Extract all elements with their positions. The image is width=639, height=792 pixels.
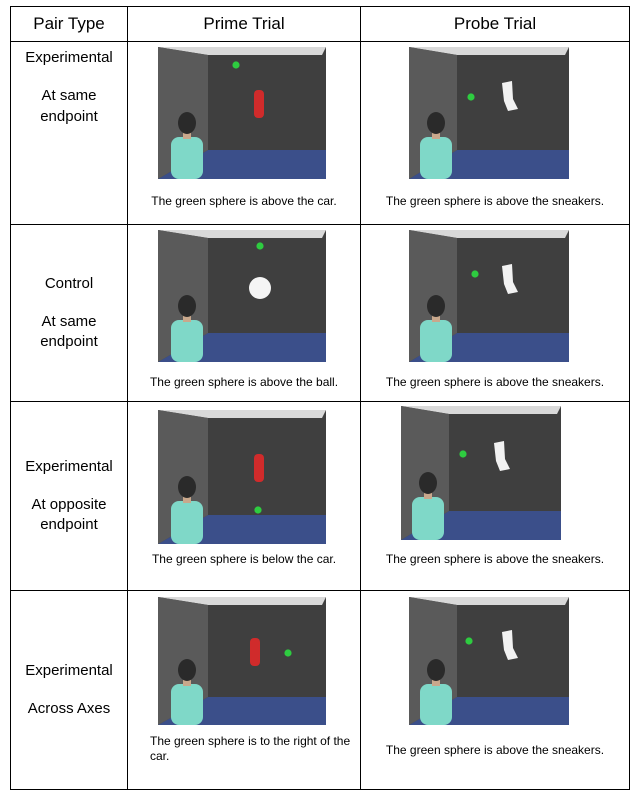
ceiling	[409, 47, 569, 55]
person-torso	[420, 137, 452, 179]
header-probe-trial: Probe Trial	[360, 6, 630, 42]
probe-trial-cell: The green sphere is above the sneakers.	[360, 224, 630, 402]
ceiling	[158, 410, 326, 418]
person-head	[178, 295, 196, 317]
green-sphere	[284, 649, 292, 657]
table-row: Experimental At same endpoint The green …	[10, 41, 630, 225]
person-torso	[412, 497, 444, 540]
probe-caption: The green sphere is above the sneakers.	[385, 552, 605, 566]
prime-trial-cell: The green sphere is above the car.	[127, 41, 361, 225]
pair-type-label: Experimental	[25, 457, 113, 475]
ceiling	[409, 230, 569, 238]
prime-caption: The green sphere is above the ball.	[149, 375, 339, 389]
scene-image-sneakers-above	[409, 597, 569, 725]
prime-trial-cell: The green sphere is below the car.	[127, 401, 361, 591]
probe-trial-cell: The green sphere is above the sneakers.	[360, 401, 630, 591]
prime-caption: The green sphere is above the car.	[151, 194, 337, 208]
car-object	[254, 90, 264, 118]
car-object	[254, 454, 264, 482]
endpoint-label: Across Axes	[27, 700, 111, 717]
scene-image-sneakers-above	[409, 230, 569, 362]
ceiling	[409, 597, 569, 605]
header-prime-trial: Prime Trial	[127, 6, 361, 42]
pair-type-cell: Control At same endpoint	[10, 224, 128, 402]
ceiling	[158, 230, 326, 238]
person-torso	[171, 137, 203, 179]
pair-type-cell: Experimental Across Axes	[10, 590, 128, 790]
green-sphere	[254, 506, 262, 514]
person-head	[427, 659, 445, 681]
pair-type-cell: Experimental At opposite endpoint	[10, 401, 128, 591]
person-torso	[420, 684, 452, 725]
green-sphere	[256, 242, 264, 250]
sneakers-object	[502, 81, 518, 111]
prime-caption: The green sphere is below the car.	[151, 552, 337, 566]
sneakers-object	[502, 264, 518, 294]
green-sphere	[459, 450, 467, 458]
table-row: Experimental At opposite endpoint The gr…	[10, 401, 630, 591]
ceiling	[158, 597, 326, 605]
ball-object	[249, 277, 271, 299]
pair-type-cell: Experimental At same endpoint	[10, 41, 128, 225]
prime-caption: The green sphere is to the right of the …	[150, 734, 351, 763]
endpoint-label: At opposite endpoint	[31, 495, 107, 534]
prime-trial-cell: The green sphere is above the ball.	[127, 224, 361, 402]
pair-type-label: Experimental	[25, 49, 113, 66]
person-head	[178, 659, 196, 681]
scene-image-car-right	[158, 597, 326, 725]
person-torso	[171, 320, 203, 362]
sneakers-object	[502, 630, 518, 660]
person-torso	[171, 501, 203, 544]
green-sphere	[465, 637, 473, 645]
probe-caption: The green sphere is above the sneakers.	[385, 743, 605, 757]
table-row: Experimental Across Axes The green spher…	[10, 590, 630, 790]
person-head	[427, 295, 445, 317]
ceiling	[401, 406, 561, 414]
probe-caption: The green sphere is above the sneakers.	[385, 375, 605, 389]
scene-image-car-below	[158, 410, 326, 544]
pair-type-label: Experimental	[25, 661, 113, 679]
car-object	[250, 638, 260, 666]
scene-image-sneakers-above	[401, 406, 561, 540]
person-torso	[171, 684, 203, 725]
scene-image-car-above	[158, 47, 326, 179]
header-row: Pair Type Prime Trial Probe Trial	[10, 6, 630, 42]
endpoint-label: At same endpoint	[40, 87, 98, 125]
green-sphere	[232, 61, 240, 69]
prime-trial-cell: The green sphere is to the right of the …	[127, 590, 361, 790]
sneakers-object	[494, 441, 510, 471]
probe-caption: The green sphere is above the sneakers.	[385, 194, 605, 208]
green-sphere	[467, 93, 475, 101]
ceiling	[158, 47, 326, 55]
pair-type-label: Control	[44, 274, 94, 292]
scene-image-sneakers-above	[409, 47, 569, 179]
header-pair-type: Pair Type	[10, 6, 128, 42]
table-row: Control At same endpoint The green spher…	[10, 224, 630, 402]
stimulus-table: Pair Type Prime Trial Probe Trial Experi…	[10, 6, 630, 790]
person-head	[427, 112, 445, 134]
person-head	[178, 476, 196, 498]
person-head	[419, 472, 437, 494]
stimulus-table-frame: Pair Type Prime Trial Probe Trial Experi…	[10, 6, 630, 790]
probe-trial-cell: The green sphere is above the sneakers.	[360, 41, 630, 225]
green-sphere	[471, 270, 479, 278]
person-head	[178, 112, 196, 134]
person-torso	[420, 320, 452, 362]
probe-trial-cell: The green sphere is above the sneakers.	[360, 590, 630, 790]
scene-image-ball	[158, 230, 326, 362]
endpoint-label: At same endpoint	[40, 312, 98, 351]
